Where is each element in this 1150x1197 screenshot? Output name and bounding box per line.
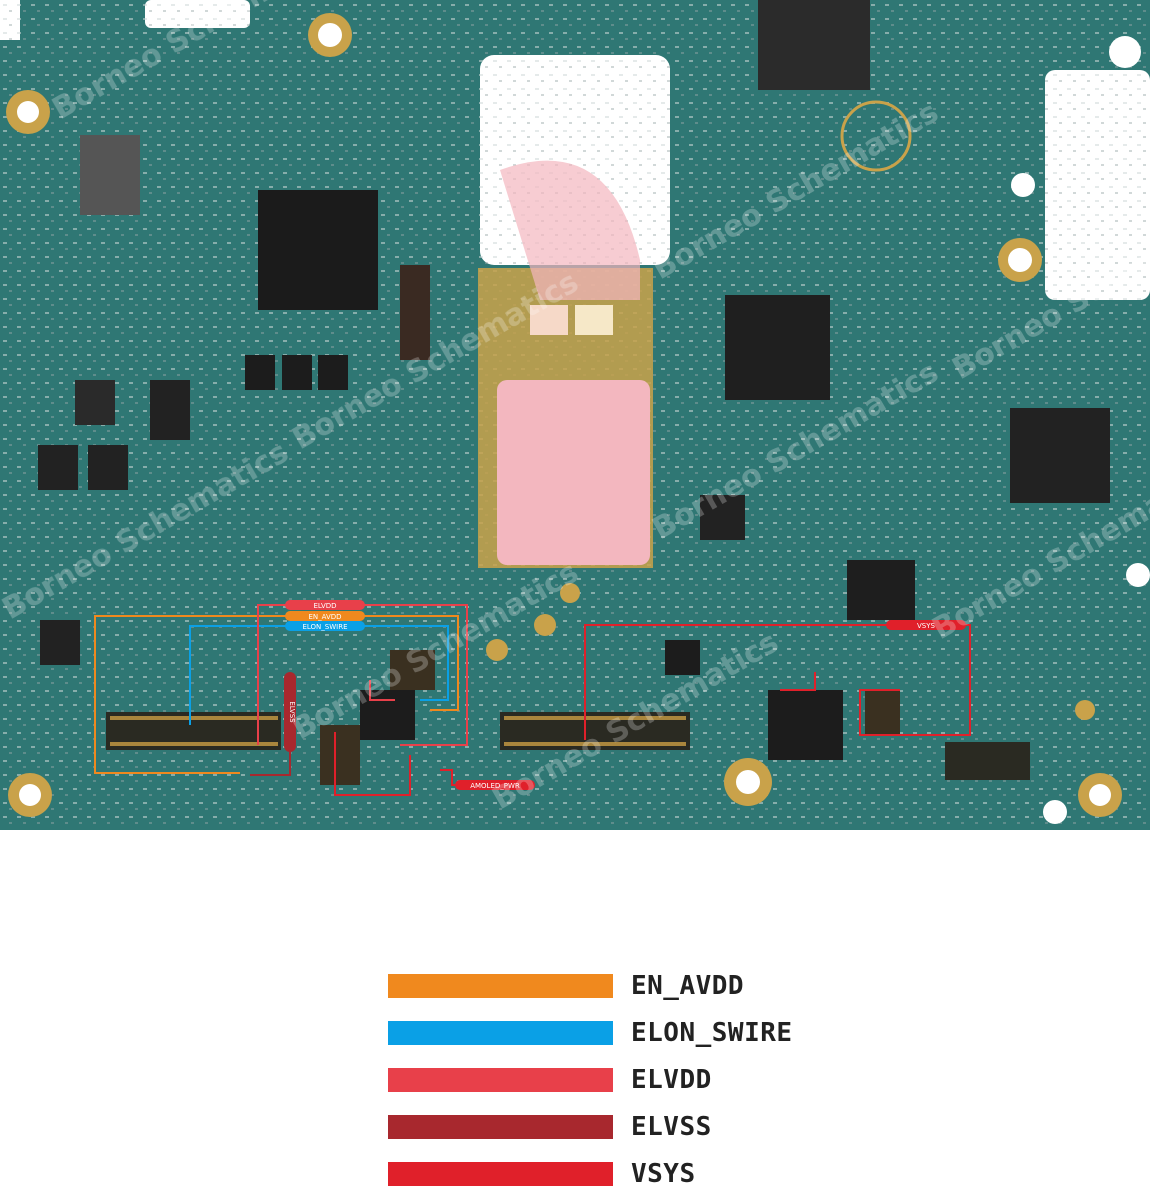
legend-swatch xyxy=(388,1021,613,1045)
legend: EN_AVDD ELON_SWIRE ELVDD ELVSS VSYS xyxy=(388,962,908,1197)
legend-item-elvss: ELVSS xyxy=(388,1103,908,1150)
legend-item-elon-swire: ELON_SWIRE xyxy=(388,1009,908,1056)
legend-label: VSYS xyxy=(631,1159,696,1189)
ic-charger xyxy=(768,690,843,760)
svg-text:ELON_SWIRE: ELON_SWIRE xyxy=(302,623,347,631)
battery-connector xyxy=(945,742,1030,780)
legend-label: ELON_SWIRE xyxy=(631,1018,793,1048)
label-elon-swire: ELON_SWIRE xyxy=(285,621,365,631)
label-en-avdd: EN_AVDD xyxy=(285,611,365,621)
legend-label: EN_AVDD xyxy=(631,971,744,1001)
legend-label: ELVSS xyxy=(631,1112,712,1142)
label-elvdd: ELVDD xyxy=(285,600,365,610)
legend-item-en-avdd: EN_AVDD xyxy=(388,962,908,1009)
usb-connector xyxy=(758,0,870,90)
legend-swatch xyxy=(388,1115,613,1139)
shield-window xyxy=(497,380,650,565)
ic-pmic-left xyxy=(258,190,378,310)
svg-text:EN_AVDD: EN_AVDD xyxy=(308,613,341,621)
pcb-board-svg: ELVDD EN_AVDD ELON_SWIRE ELVSS VSYS AMOL… xyxy=(0,0,1150,835)
legend-swatch xyxy=(388,1068,613,1092)
ic-right xyxy=(1010,408,1110,503)
legend-item-elvdd: ELVDD xyxy=(388,1056,908,1103)
legend-swatch xyxy=(388,974,613,998)
legend-swatch xyxy=(388,1162,613,1186)
svg-text:ELVDD: ELVDD xyxy=(313,602,336,610)
pcb-board-image: ELVDD EN_AVDD ELON_SWIRE ELVSS VSYS AMOL… xyxy=(0,0,1150,835)
legend-label: ELVDD xyxy=(631,1065,712,1095)
legend-item-vsys: VSYS xyxy=(388,1150,908,1197)
ic-center-right xyxy=(725,295,830,400)
